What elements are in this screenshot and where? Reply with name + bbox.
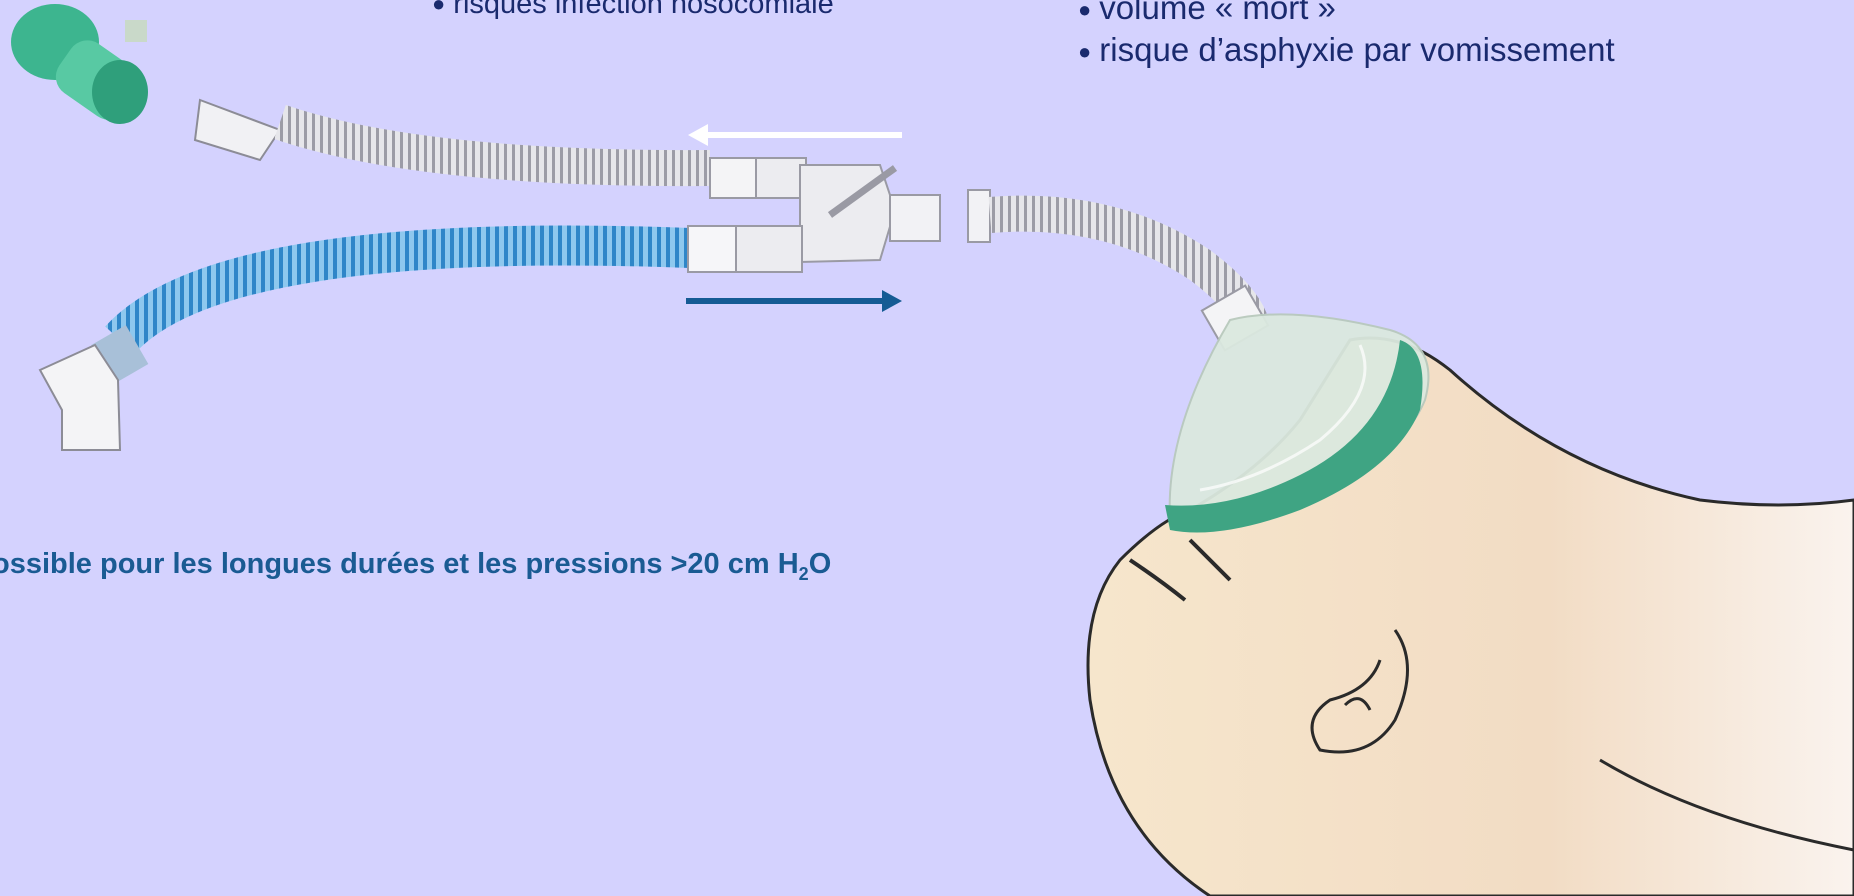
y-piece-connector-icon (800, 165, 990, 262)
bacterial-filter-icon (11, 4, 148, 128)
inhalation-arrow-icon (686, 290, 902, 312)
inspiratory-tube-icon (40, 226, 802, 450)
expiratory-tube-icon (195, 100, 806, 198)
exhalation-arrow-icon (688, 124, 902, 146)
